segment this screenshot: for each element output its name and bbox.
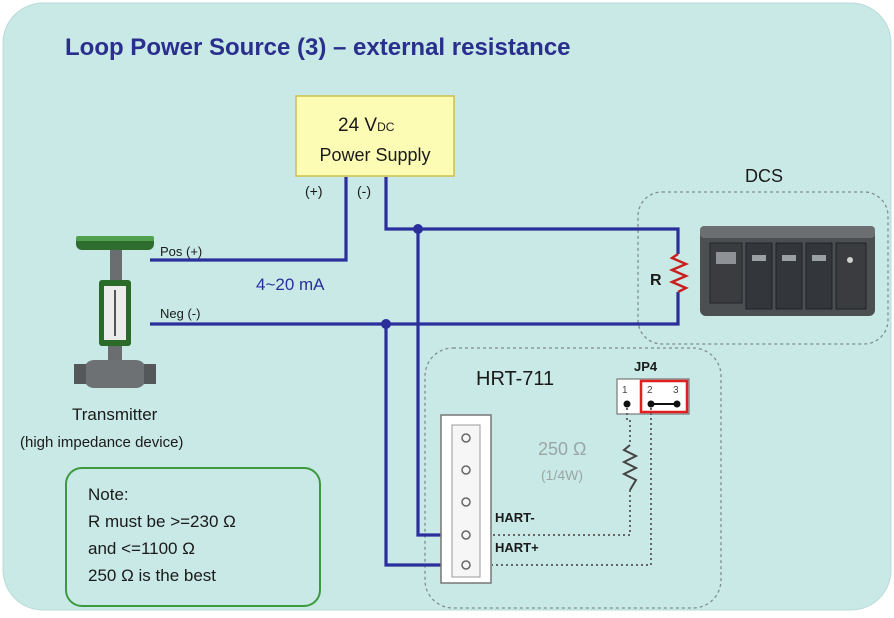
power-supply-voltage-subscript: DC [377, 120, 395, 134]
note-box [65, 467, 321, 607]
hrt-711-label: HRT-711 [476, 368, 554, 390]
power-supply-voltage: 24 VDC [338, 115, 395, 136]
jumper-header [616, 378, 690, 415]
hart-plus-label: HART+ [495, 540, 539, 555]
dcs-resistor-label: R [650, 272, 662, 289]
wire-hart-plus [384, 324, 462, 567]
current-label: 4~20 mA [256, 275, 325, 294]
wire-negative [384, 177, 680, 254]
junction-dot-top [413, 224, 423, 234]
power-supply-voltage-text: 24 V [338, 115, 377, 136]
junction-dot-bottom [381, 319, 391, 329]
power-supply-negative-label: (-) [357, 183, 371, 199]
transmitter-name: Transmitter [72, 405, 158, 424]
dcs-region [637, 191, 889, 345]
jumper-pin-1-label: 1 [622, 385, 628, 396]
dcs-resistor-symbol [668, 253, 690, 294]
hrt-711-region [424, 347, 722, 609]
hart-minus-label: HART- [495, 510, 535, 525]
jumper-pin-2-label: 2 [647, 385, 653, 396]
jumper-pin-3-label: 3 [673, 385, 679, 396]
internal-resistor-value: 250 Ω [538, 439, 587, 459]
terminal-block [440, 414, 492, 584]
wiring [150, 177, 680, 567]
dcs-label: DCS [745, 166, 783, 186]
power-supply-label: Power Supply [319, 145, 430, 165]
wire-return [150, 292, 680, 326]
note-heading: Note: [88, 485, 129, 504]
power-supply-box [295, 95, 455, 177]
internal-resistor-rating: (1/4W) [541, 467, 583, 483]
diagram-title: Loop Power Source (3) – external resista… [65, 34, 571, 61]
jumper-highlight [639, 379, 689, 414]
jumper-label: JP4 [634, 359, 658, 374]
note-line-3: 250 Ω is the best [88, 566, 216, 585]
internal-resistor-symbol [621, 444, 639, 491]
transmitter-negative-label: Neg (-) [160, 306, 200, 321]
dcs-controller-image [700, 226, 875, 316]
transmitter-positive-label: Pos (+) [160, 244, 202, 259]
power-supply-positive-label: (+) [305, 183, 323, 199]
jumper-pin-1 [623, 400, 631, 408]
note-line-1: R must be >=230 Ω [88, 512, 236, 531]
internal-dotted-wiring [492, 408, 652, 566]
note-line-2: and <=1100 Ω [88, 539, 195, 558]
transmitter-device-icon [74, 236, 156, 388]
transmitter-description: (high impedance device) [20, 434, 183, 451]
wire-positive [150, 177, 348, 262]
